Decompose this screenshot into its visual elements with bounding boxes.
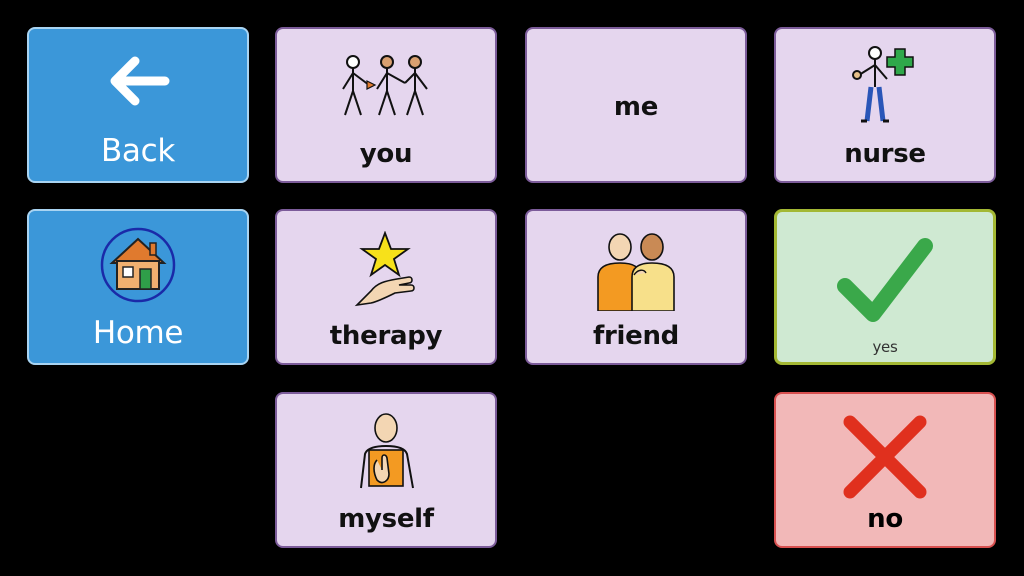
back-label: Back bbox=[100, 133, 176, 169]
people-pointing-icon bbox=[277, 53, 495, 119]
no-button[interactable]: no bbox=[774, 392, 996, 548]
no-label: no bbox=[867, 504, 903, 534]
me-label: me bbox=[613, 92, 659, 122]
star-hand-icon bbox=[277, 231, 495, 311]
word-cell-myself[interactable]: myself bbox=[275, 392, 497, 548]
word-cell-therapy[interactable]: therapy bbox=[275, 209, 497, 365]
nurse-icon bbox=[776, 43, 994, 125]
cross-icon bbox=[776, 412, 994, 502]
left-arrow-icon bbox=[29, 51, 247, 111]
word-cell-nurse[interactable]: nurse bbox=[774, 27, 996, 183]
checkmark-icon bbox=[777, 234, 993, 326]
yes-button[interactable]: yes bbox=[774, 209, 996, 365]
nurse-label: nurse bbox=[844, 139, 926, 169]
word-cell-me[interactable]: me bbox=[525, 27, 747, 183]
back-button[interactable]: Back bbox=[27, 27, 249, 183]
yes-label: yes bbox=[872, 338, 898, 356]
therapy-label: therapy bbox=[329, 321, 443, 351]
home-button[interactable]: Home bbox=[27, 209, 249, 365]
myself-label: myself bbox=[338, 504, 434, 534]
friends-icon bbox=[527, 227, 745, 311]
house-icon bbox=[29, 227, 247, 303]
you-label: you bbox=[359, 139, 413, 169]
home-label: Home bbox=[92, 315, 184, 351]
friend-label: friend bbox=[592, 321, 679, 351]
word-cell-friend[interactable]: friend bbox=[525, 209, 747, 365]
word-cell-you[interactable]: you bbox=[275, 27, 497, 183]
person-self-icon bbox=[277, 410, 495, 494]
